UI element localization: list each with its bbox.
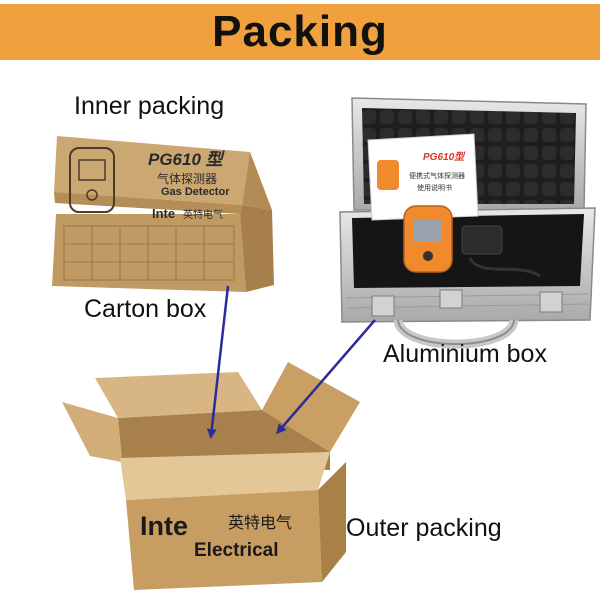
detector-sketch bbox=[69, 147, 115, 213]
manual-model-text: PG610型 bbox=[423, 151, 466, 163]
outer-brand-text: Inte bbox=[140, 511, 188, 541]
carton-front-grid bbox=[63, 225, 235, 281]
outer-subtitle-text: Electrical bbox=[194, 540, 279, 561]
arrow-carton-to-outer bbox=[206, 285, 230, 439]
aluminium-box-label: Aluminium box bbox=[383, 340, 547, 368]
aluminium-case: PG610型 便携式气体探测器 使用说明书 bbox=[339, 97, 596, 349]
inner-packing-label: Inner packing bbox=[74, 92, 225, 120]
outer-carton-box: Inte 英特电气 Electrical bbox=[62, 362, 360, 590]
user-manual: PG610型 便携式气体探测器 使用说明书 bbox=[367, 133, 479, 221]
title-banner bbox=[0, 4, 600, 60]
inner-carton-box: PG610 型 气体探测器 Gas Detector Inte 英特电气 bbox=[52, 136, 274, 292]
carton-cn-name-text: 气体探测器 bbox=[157, 171, 217, 186]
carton-brand-cn-text: 英特电气 bbox=[183, 208, 223, 221]
arrow-aluminium-to-outer bbox=[276, 319, 376, 435]
manual-line2-text: 使用说明书 bbox=[417, 183, 452, 192]
outer-packing-label: Outer packing bbox=[346, 514, 502, 542]
page-title: Packing bbox=[212, 7, 388, 56]
carton-model-text: PG610 型 bbox=[148, 150, 226, 169]
outer-brand-cn-text: 英特电气 bbox=[228, 514, 292, 532]
carton-box-label: Carton box bbox=[84, 295, 207, 323]
carton-brand-text: Inte bbox=[152, 206, 175, 221]
orange-detector bbox=[403, 205, 453, 273]
carton-en-name-text: Gas Detector bbox=[161, 186, 230, 198]
manual-line1-text: 便携式气体探测器 bbox=[409, 171, 465, 180]
